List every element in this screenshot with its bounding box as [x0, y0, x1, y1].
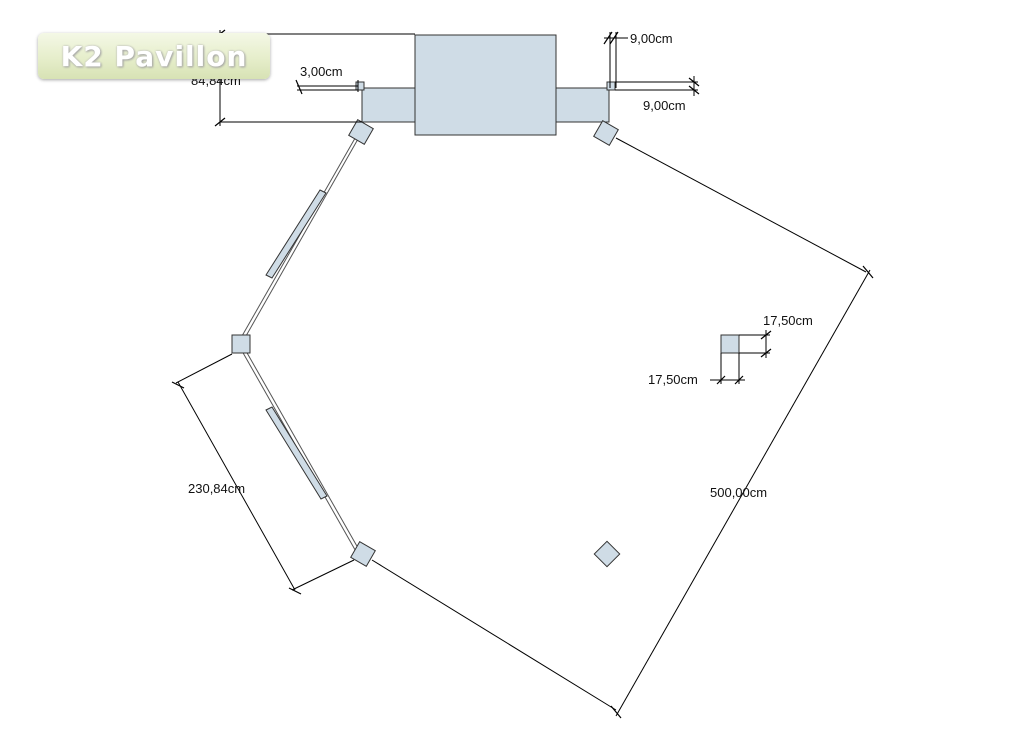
label-top-right-b: 9,00cm [643, 98, 686, 113]
label-side-length: 230,84cm [188, 481, 245, 496]
post-bottom-right [593, 540, 621, 568]
dim-side-tick-top [171, 381, 185, 389]
dim-small-left-tick [295, 79, 303, 95]
wall-upper-left [241, 131, 363, 344]
post-detail [720, 334, 740, 354]
dim-post-vert-tick-b [760, 348, 772, 358]
label-diagonal: 500,00cm [710, 485, 767, 500]
dim-diag-ext-top [615, 137, 867, 273]
label-small-left: 3,00cm [300, 64, 343, 79]
dimension-labels: 84,84cm 3,00cm 9,00cm 9,00cm 17,50cm 17,… [188, 31, 813, 500]
beam-left [361, 87, 416, 123]
pavilion-walls [237, 131, 363, 556]
dim-post-vert-tick-a [760, 330, 772, 340]
beam-right [555, 87, 610, 123]
dim-side-tick-bottom [288, 587, 302, 595]
wall-panel-upper [265, 189, 327, 279]
beam-cap-right [606, 81, 616, 91]
dim-diag-tick-top [862, 265, 874, 279]
wall-lower-left [241, 343, 363, 556]
label-top-right-a: 9,00cm [630, 31, 673, 46]
dim-side-ext-bottom [291, 559, 355, 591]
dim-side-line [177, 381, 296, 591]
wall-panel-lower [265, 406, 328, 500]
post-top-right [593, 120, 619, 146]
logo-badge: K2 Pavillon [38, 33, 270, 79]
posts [231, 119, 740, 568]
dim-right-horiz-tick-a [688, 77, 700, 87]
post-top-left [348, 119, 374, 145]
dim-height-tick-bottom [214, 117, 226, 127]
label-post-width: 17,50cm [763, 313, 813, 328]
dim-side-ext-top [175, 353, 233, 384]
center-block [414, 34, 557, 136]
dim-right-tick-a [603, 31, 613, 45]
dim-post-horiz-tick-b [734, 375, 744, 385]
dimension-lines [171, 29, 874, 719]
post-bottom-left [350, 541, 376, 567]
post-left [231, 334, 251, 354]
dim-diag-ext-bottom [371, 559, 617, 711]
top-structure [355, 34, 616, 136]
dim-right-horiz-tick-b [688, 85, 700, 95]
dim-post-horiz-tick-a [716, 375, 726, 385]
dim-diag-tick-bottom [610, 705, 622, 719]
label-post-depth: 17,50cm [648, 372, 698, 387]
dim-diagonal-line [615, 269, 871, 717]
dim-right-tick-b [609, 31, 619, 45]
logo-text: K2 Pavillon [60, 39, 248, 73]
